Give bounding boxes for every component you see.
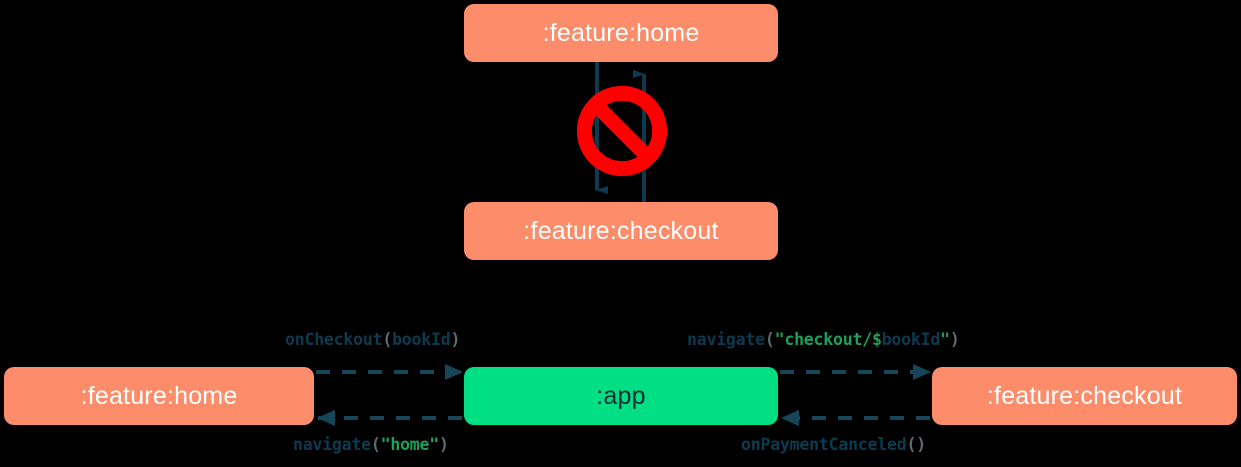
node-label: :feature:home	[80, 381, 238, 410]
edge-label-on-payment-canceled: onPaymentCanceled()	[741, 435, 926, 454]
node-label: :feature:checkout	[986, 381, 1183, 410]
token-str: "	[940, 330, 950, 349]
edge-label-navigate-home: navigate("home")	[293, 435, 449, 454]
edge-label-on-checkout: onCheckout(bookId)	[285, 330, 461, 349]
node-app[interactable]: :app	[464, 367, 778, 425]
token-punc: ()	[906, 435, 926, 454]
prohibition-icon	[575, 84, 669, 178]
token-fn: navigate	[687, 330, 765, 349]
token-str: $	[871, 330, 882, 349]
token-var: bookId	[881, 330, 941, 349]
token-punc: (	[382, 330, 393, 349]
token-fn: onPaymentCanceled	[741, 435, 907, 454]
token-var: bookId	[392, 330, 451, 349]
token-punc: )	[439, 435, 449, 454]
token-str: "checkout/	[774, 330, 873, 349]
token-fn: navigate	[293, 435, 371, 454]
token-punc: )	[949, 330, 960, 349]
node-label: :app	[596, 381, 646, 410]
token-fn: onCheckout	[285, 330, 383, 349]
node-feature-home-bottom[interactable]: :feature:home	[4, 367, 314, 425]
node-feature-home-top[interactable]: :feature:home	[464, 4, 778, 62]
token-punc: (	[370, 435, 381, 454]
node-feature-checkout-top[interactable]: :feature:checkout	[464, 202, 778, 260]
token-str: "home"	[380, 435, 440, 454]
token-punc: (	[764, 330, 775, 349]
node-label: :feature:home	[542, 18, 700, 47]
node-feature-checkout-bottom[interactable]: :feature:checkout	[932, 367, 1237, 425]
node-label: :feature:checkout	[523, 216, 719, 245]
edge-label-navigate-checkout: navigate("checkout/$bookId")	[687, 330, 960, 349]
token-punc: )	[450, 330, 461, 349]
